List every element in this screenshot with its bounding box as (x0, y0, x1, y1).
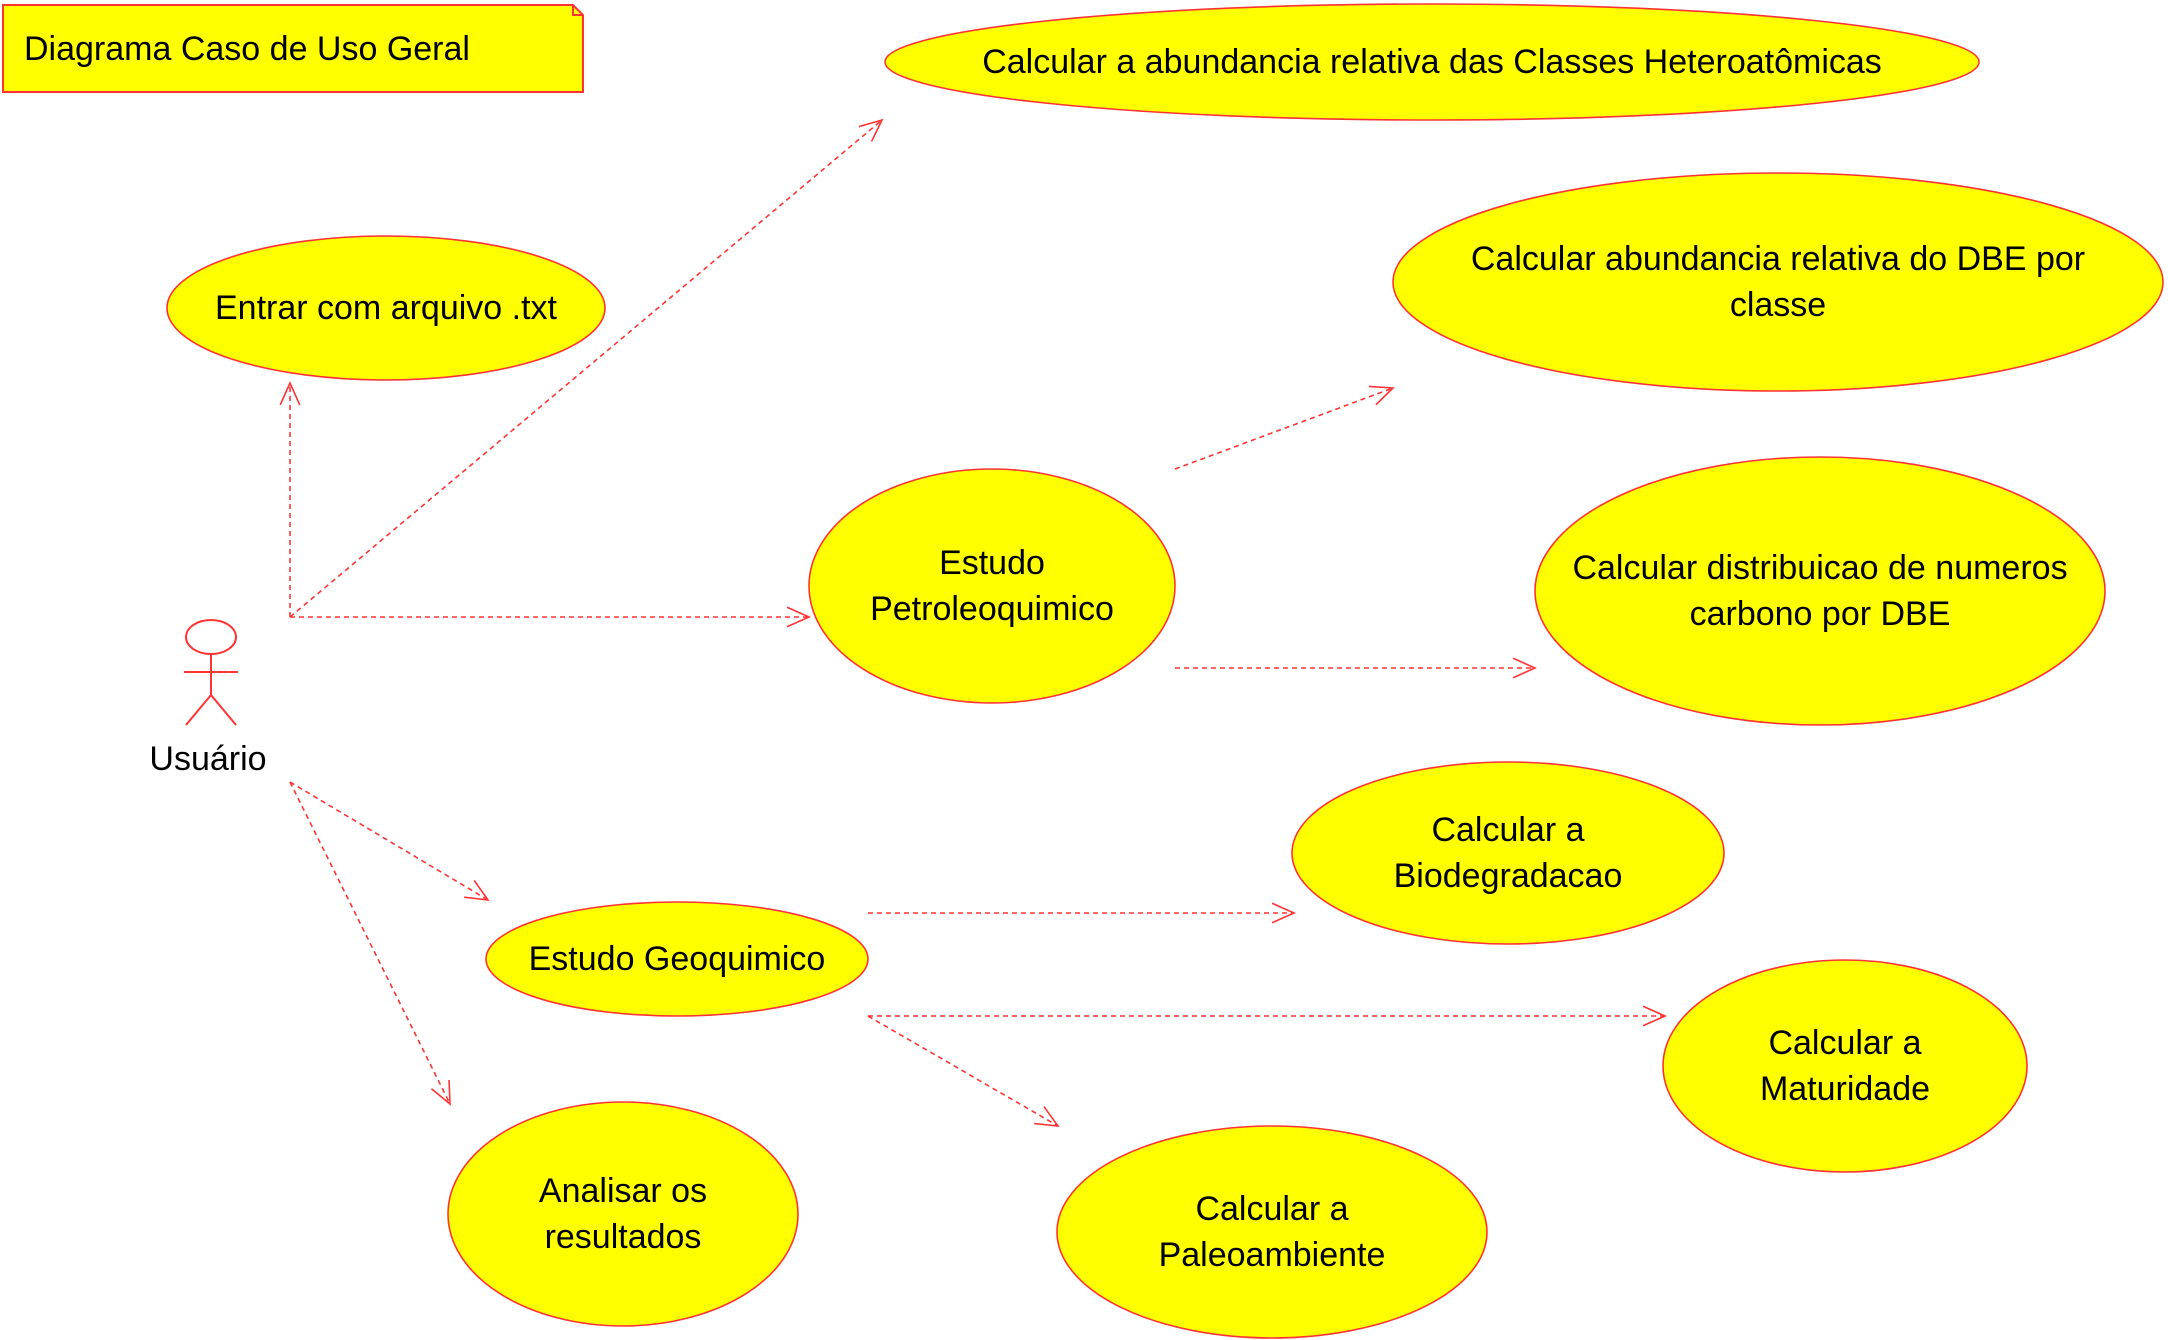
relation-usuario-to-abundancia-classes (289, 118, 884, 618)
relation-arrowhead (1271, 902, 1296, 924)
use-case-ellipse (1291, 761, 1725, 945)
use-case-label-line: Calcular a (1431, 811, 1584, 849)
use-case-label-line: Analisar os (539, 1172, 707, 1210)
relation-line (1174, 387, 1394, 470)
relation-line (289, 119, 883, 618)
use-case-label-line: classe (1730, 286, 1826, 324)
relation-line (289, 781, 489, 901)
relation-arrowhead (786, 606, 811, 628)
relation-estudo-petroleoquimico-to-distribuicao-carbono (1175, 657, 1537, 679)
use-case-label-line: Calcular a (1768, 1024, 1921, 1062)
relation-usuario-to-analisar-resultados (289, 781, 451, 1106)
use-case-ellipse (1056, 1125, 1488, 1339)
use-case-distribuicao-carbono[interactable]: Calcular distribuicao de numeros carbono … (1534, 456, 2106, 726)
relation-arrowhead (858, 118, 884, 142)
relation-arrowhead (1512, 657, 1537, 679)
relation-usuario-to-entrar-arquivo (279, 381, 301, 617)
use-case-label-line: Calcular a abundancia relativa das Class… (982, 43, 1882, 81)
use-case-entrar-arquivo[interactable]: Entrar com arquivo .txt (166, 235, 606, 381)
use-case-label-line: Petroleoquimico (870, 590, 1114, 628)
use-case-label-line: Biodegradacao (1394, 857, 1623, 895)
use-case-maturidade[interactable]: Calcular a Maturidade (1662, 959, 2028, 1173)
use-case-ellipse (1392, 172, 2164, 392)
use-case-label-line: Calcular abundancia relativa do DBE por (1471, 240, 2085, 278)
relation-usuario-to-estudo-geoquimico (289, 781, 490, 902)
relation-arrowhead (464, 879, 490, 902)
relation-arrowhead (1368, 385, 1395, 406)
relation-arrowhead (430, 1079, 451, 1106)
relation-line (289, 781, 451, 1105)
use-case-label-line: Estudo (939, 544, 1045, 582)
use-case-label-line: Entrar com arquivo .txt (215, 289, 558, 327)
use-case-label-line: Estudo Geoquimico (529, 940, 826, 978)
use-cases-layer: Calcular a abundancia relativa das Class… (166, 3, 2164, 1339)
use-case-ellipse (1662, 959, 2028, 1173)
relation-estudo-geoquimico-to-biodegradacao (868, 902, 1296, 924)
use-case-ellipse (1534, 456, 2106, 726)
use-case-label-line: Maturidade (1760, 1070, 1930, 1108)
actor-left-leg (185, 694, 212, 726)
relation-arrowhead (279, 381, 301, 406)
use-case-label-line: carbono por DBE (1690, 595, 1951, 633)
use-case-label-line: resultados (545, 1218, 702, 1256)
relation-estudo-geoquimico-to-paleoambiente (867, 1015, 1060, 1127)
use-case-ellipse (485, 901, 869, 1017)
relation-arrowhead (1642, 1005, 1667, 1027)
relation-arrowhead (1034, 1106, 1060, 1127)
use-case-label-line: Paleoambiente (1159, 1236, 1386, 1274)
use-case-abundancia-dbe[interactable]: Calcular abundancia relativa do DBE por c… (1392, 172, 2164, 392)
use-case-ellipse (447, 1101, 799, 1327)
relations-layer (279, 118, 1667, 1127)
relation-estudo-geoquimico-to-maturidade (868, 1005, 1667, 1027)
title-note: Diagrama Caso de Uso Geral (2, 4, 584, 93)
use-case-biodegradacao[interactable]: Calcular a Biodegradacao (1291, 761, 1725, 945)
use-case-label-line: Calcular a (1195, 1190, 1348, 1228)
actor-right-leg (210, 694, 237, 726)
relation-usuario-to-estudo-petroleoquimico (290, 606, 811, 628)
use-case-ellipse (884, 3, 1980, 121)
title-note-fold-corner (572, 5, 583, 16)
use-case-analisar-resultados[interactable]: Analisar os resultados (447, 1101, 799, 1327)
use-case-label-line: Calcular distribuicao de numeros (1572, 549, 2067, 587)
actor-label: Usuário (149, 740, 266, 778)
relation-estudo-petroleoquimico-to-abundancia-dbe (1174, 385, 1395, 470)
use-case-estudo-geoquimico[interactable]: Estudo Geoquimico (485, 901, 869, 1017)
use-case-abundancia-classes[interactable]: Calcular a abundancia relativa das Class… (884, 3, 1980, 121)
relation-line (867, 1015, 1059, 1127)
diagram-title: Diagrama Caso de Uso Geral (24, 30, 470, 68)
actor-usuario[interactable]: Usuário (149, 619, 267, 778)
use-case-ellipse (166, 235, 606, 381)
use-case-paleoambiente[interactable]: Calcular a Paleoambiente (1056, 1125, 1488, 1339)
title-note-box (2, 4, 584, 93)
use-case-ellipse (808, 468, 1176, 704)
